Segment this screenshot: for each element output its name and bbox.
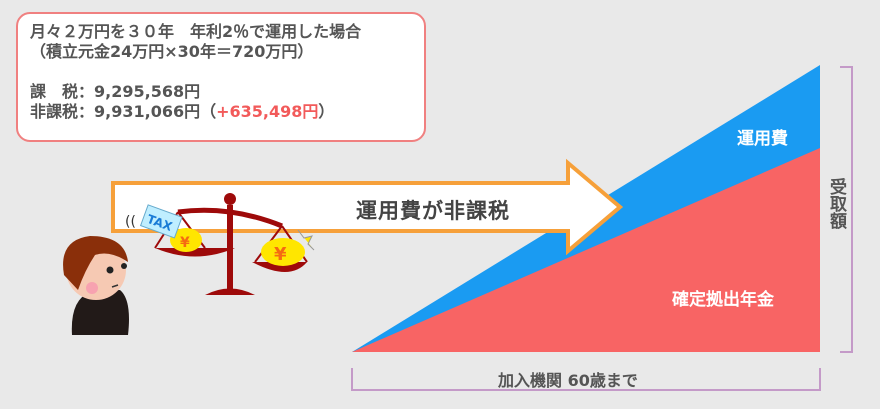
tax-note-icon: TAX: [139, 204, 183, 239]
operating-cost-label: 運用費: [737, 129, 788, 149]
untaxed-value: 9,931,066円: [94, 102, 201, 121]
motion-lines: ((: [125, 214, 136, 230]
period-label: 加入機関 60歳まで: [498, 371, 638, 390]
period-bracket: [351, 368, 821, 391]
simulation-info-box: 月々２万円を３０年 年利2％で運用した場合 （積立元金24万円×30年＝720万…: [16, 12, 426, 142]
principal-line: （積立元金24万円×30年＝720万円）: [30, 42, 314, 61]
svg-text:¥: ¥: [274, 244, 287, 265]
paren-close: ）: [318, 102, 335, 121]
paren-open: （: [200, 102, 217, 121]
svg-text:¥: ¥: [180, 235, 190, 251]
person-icon: [63, 236, 129, 335]
taxed-line: 課 税：9,295,568円: [30, 82, 412, 102]
pension-area: [352, 148, 820, 352]
difference-value: +635,498円: [216, 102, 319, 121]
receive-amount-bracket: [840, 66, 853, 353]
receive-amount-label: 受取額: [826, 178, 846, 229]
taxed-label: 課 税：: [30, 82, 95, 101]
pension-label: 確定拠出年金: [672, 290, 774, 310]
untaxed-line: 非課税：9,931,066円（+635,498円）: [30, 102, 412, 122]
taxed-value: 9,295,568円: [94, 82, 201, 101]
arrow-label: 運用費が非課税: [356, 199, 510, 223]
condition-line: 月々２万円を３０年 年利2％で運用した場合: [30, 22, 362, 41]
untaxed-label: 非課税：: [30, 102, 95, 121]
